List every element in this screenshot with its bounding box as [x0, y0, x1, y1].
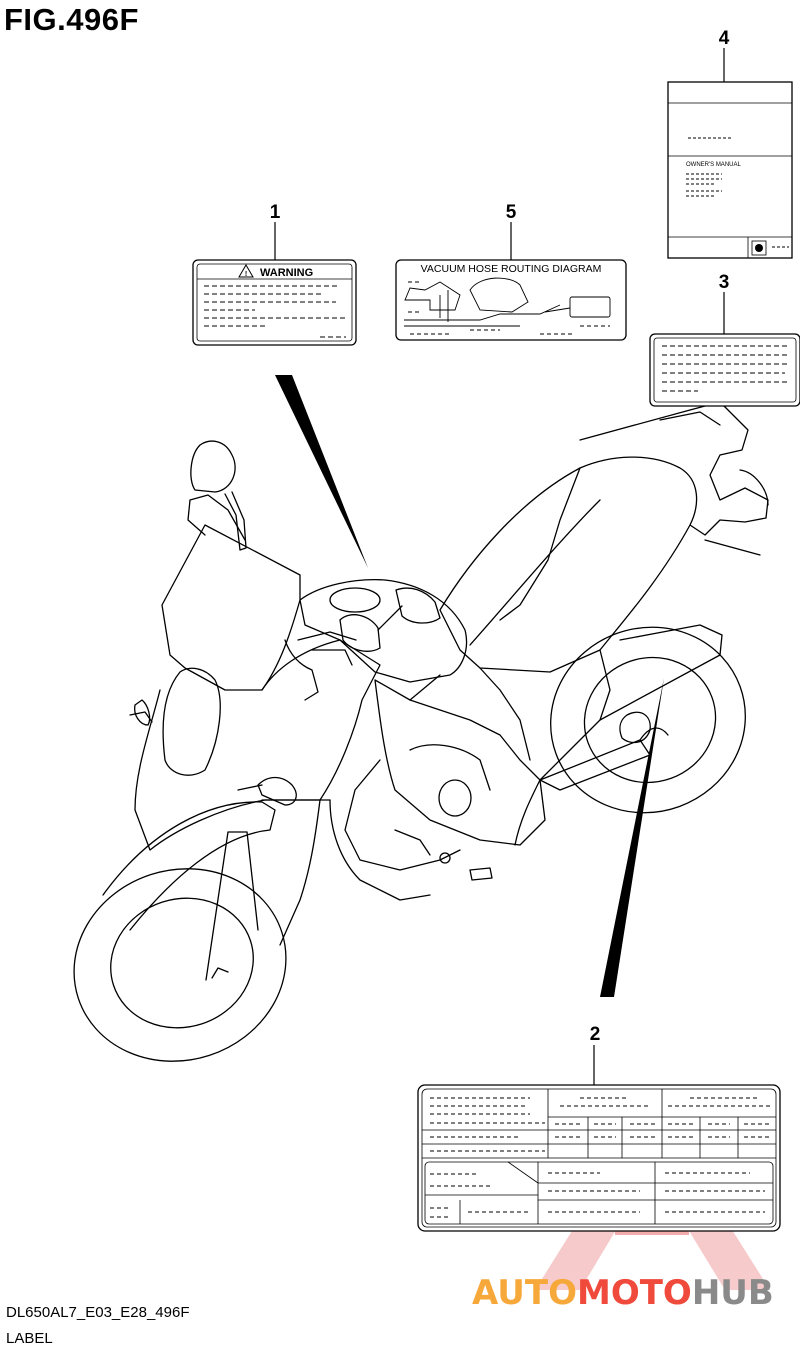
owners-manual: OWNER'S MANUAL	[667, 81, 793, 259]
watermark-part-auto: AUTO	[472, 1273, 577, 1313]
watermark-part-moto: MOTO	[576, 1273, 692, 1313]
watermark-part-hub: HUB	[691, 1273, 774, 1313]
callout-number-5: 5	[506, 202, 517, 223]
vacuum-hose-routing-label: VACUUM HOSE ROUTING DIAGRAM	[395, 259, 627, 341]
manual-logo-icon	[751, 240, 767, 256]
manual-heading: OWNER'S MANUAL	[686, 162, 741, 168]
warning-heading: WARNING	[260, 267, 313, 279]
callout-number-1: 1	[270, 202, 281, 223]
callout-number-2: 2	[590, 1024, 601, 1045]
leader-2	[600, 678, 664, 997]
motorcycle-outline	[73, 401, 769, 1062]
warning-label: ! WARNING	[192, 259, 357, 346]
warning-triangle-icon	[238, 264, 254, 278]
information-label	[417, 1084, 781, 1232]
figure-code: DL650AL7_E03_E28_496F	[6, 1304, 190, 1321]
caution-label	[649, 333, 800, 407]
svg-text:!: !	[245, 271, 247, 278]
vacuum-heading: VACUUM HOSE ROUTING DIAGRAM	[421, 263, 602, 275]
watermark-brand: AUTOMOTOHUB	[472, 1273, 774, 1313]
leader-1	[275, 375, 368, 568]
callout-number-4: 4	[719, 28, 730, 49]
callout-number-3: 3	[719, 272, 730, 293]
figure-name: LABEL	[6, 1330, 53, 1347]
figure-title: FIG.496F	[4, 2, 139, 37]
